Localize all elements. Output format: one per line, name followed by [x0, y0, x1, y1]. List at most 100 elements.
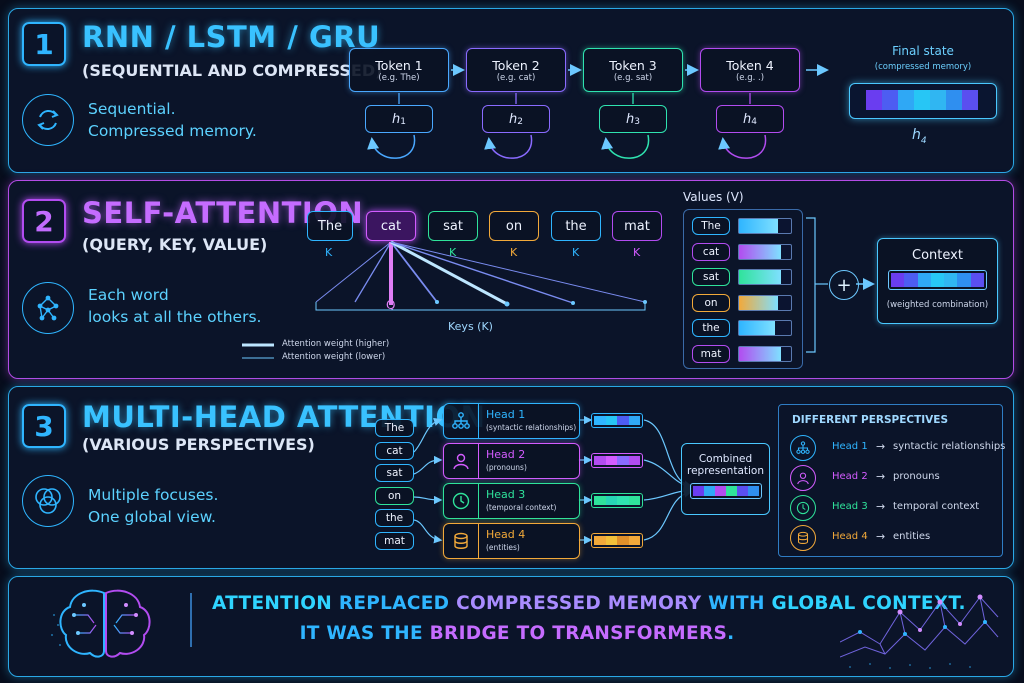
token-2-title: Token 2 — [492, 57, 540, 73]
overlap-circles-icon — [22, 475, 74, 527]
token-3-example: (e.g. sat) — [613, 72, 653, 83]
head-output-vector — [591, 493, 643, 508]
tag-the-2: K — [572, 246, 580, 259]
value-row: The — [692, 217, 796, 235]
final-state-h: h — [912, 127, 921, 143]
word-chip-mat: mat — [612, 211, 662, 241]
section-3-subtitle: (VARIOUS PERSPECTIVES) — [82, 435, 315, 454]
footer-period: . — [727, 623, 735, 644]
context-box: Context (weighted combination) — [877, 238, 998, 324]
value-word: sat — [692, 268, 730, 286]
section-1-desc-line1: Sequential. — [88, 100, 176, 118]
footer-compressed-memory: COMPRESSED MEMORY — [456, 593, 702, 614]
network-graph-icon — [839, 582, 1000, 676]
section-2-desc-line1: Each word — [88, 286, 169, 304]
token-1-example: (e.g. The) — [378, 72, 420, 83]
section-1-description: Sequential. Compressed memory. — [88, 98, 257, 142]
final-state-title: Final state — [892, 44, 954, 58]
perspective-head: Head 4 — [832, 531, 868, 542]
person-icon — [790, 465, 816, 491]
value-bar — [738, 345, 792, 362]
tag-sat: K — [449, 246, 457, 259]
cycle-icon — [22, 94, 74, 146]
footer-line-1: ATTENTION REPLACED COMPRESSED MEMORY WIT… — [212, 593, 966, 614]
combined-vector — [689, 483, 762, 499]
multi-head-word: cat — [375, 441, 414, 460]
hidden-state-2-sub: 2 — [517, 117, 523, 127]
hierarchy-icon — [444, 404, 479, 438]
hidden-state-2-label: h — [509, 111, 518, 127]
value-row: mat — [692, 344, 796, 363]
head-title: Head 4 — [486, 528, 526, 541]
combined-representation-box: Combined representation — [681, 443, 770, 515]
perspective-row: Head 4 → entities — [790, 525, 995, 551]
footer-global-context: GLOBAL CONTEXT. — [771, 593, 966, 614]
value-word: the — [692, 319, 730, 337]
tag-mat: K — [633, 246, 641, 259]
value-bar-fill — [739, 321, 776, 335]
section-2-description: Each word looks at all the others. — [88, 284, 261, 328]
perspective-meaning: syntactic relationships — [893, 441, 1006, 452]
token-1-title: Token 1 — [375, 57, 423, 73]
database-icon — [790, 525, 816, 551]
perspectives-box — [778, 404, 1003, 557]
value-bar — [738, 243, 792, 260]
loop-2 — [484, 134, 533, 159]
section-2-desc-line2: looks at all the others. — [88, 308, 262, 326]
head-subtitle: (entities) — [486, 543, 520, 552]
section-3-desc-line2: One global view. — [88, 508, 216, 526]
hidden-state-1-label: h — [392, 111, 401, 127]
multi-head-word: The — [375, 419, 414, 437]
value-bar-fill — [739, 244, 781, 259]
clock-icon — [790, 495, 816, 521]
head-output-vector — [591, 453, 643, 468]
footer-divider — [190, 593, 192, 647]
word-chip-the-2: the — [551, 211, 601, 241]
value-row: cat — [692, 242, 796, 261]
value-word: on — [692, 293, 730, 312]
section-1-title: RNN / LSTM / GRU — [82, 20, 381, 54]
head-box: Head 2 (pronouns) — [443, 443, 580, 479]
value-bar — [738, 320, 792, 336]
perspective-arrow: → — [876, 440, 886, 453]
footer-attention: ATTENTION — [212, 593, 333, 614]
value-word: mat — [692, 344, 730, 363]
section-1-subtitle: (SEQUENTIAL AND COMPRESSED) — [82, 61, 383, 80]
final-state-sub: 4 — [920, 135, 927, 146]
hidden-state-1-sub: 1 — [400, 117, 406, 127]
value-bar-fill — [739, 219, 778, 233]
section-1-desc-line2: Compressed memory. — [88, 122, 257, 140]
loop-1 — [367, 134, 416, 159]
perspective-row: Head 3 → temporal context — [790, 495, 995, 521]
legend-low-label: Attention weight (lower) — [282, 352, 386, 362]
value-bar-fill — [739, 270, 781, 284]
footer-bridge: BRIDGE TO TRANSFORMERS — [429, 623, 728, 644]
value-bar — [738, 294, 792, 311]
token-3-title: Token 3 — [609, 57, 657, 73]
hidden-state-4-label: h — [743, 111, 752, 127]
plus-icon: + — [829, 270, 859, 300]
multi-head-word: sat — [375, 464, 414, 482]
footer-panel — [8, 576, 1014, 677]
final-state-subtitle: (compressed memory) — [874, 62, 972, 72]
tag-the: K — [325, 246, 333, 259]
value-bar-fill — [739, 346, 781, 361]
value-bar — [738, 218, 792, 234]
head-subtitle: (temporal context) — [486, 503, 557, 512]
perspective-row: Head 1 → syntactic relationships — [790, 435, 1005, 461]
section-3-desc-line1: Multiple focuses. — [88, 486, 219, 504]
context-title: Context — [912, 248, 963, 263]
footer-with: WITH — [701, 593, 772, 614]
token-4-example: (e.g. .) — [735, 72, 765, 83]
legend-high-label: Attention weight (higher) — [282, 339, 390, 349]
word-chip-the: The — [307, 211, 353, 241]
value-row: the — [692, 319, 796, 337]
token-3-box: Token 3 (e.g. sat) — [583, 48, 683, 92]
word-chip-sat: sat — [428, 211, 478, 241]
word-chip-cat: cat — [366, 211, 416, 241]
head-subtitle: (syntactic relationships) — [486, 423, 577, 432]
attention-lines — [242, 217, 875, 359]
context-subtitle: (weighted combination) — [886, 300, 989, 310]
hidden-state-4-sub: 4 — [751, 117, 757, 127]
